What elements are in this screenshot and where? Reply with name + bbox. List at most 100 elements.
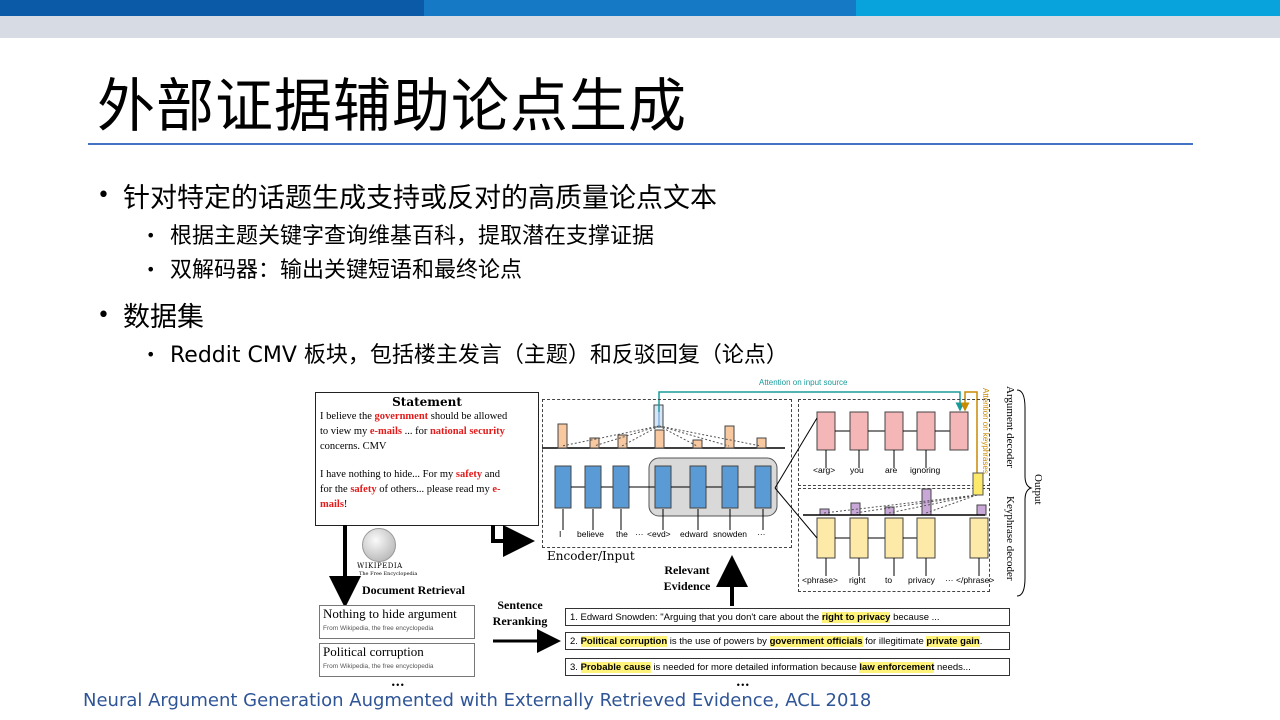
evidence-highlight: Probable cause <box>580 662 651 673</box>
accent-segment-light <box>856 0 1280 16</box>
token-label: I <box>559 529 562 539</box>
statement-fragment: I believe the <box>320 411 375 422</box>
doc-title: Political corruption <box>323 644 424 659</box>
argument-decoder-cell <box>949 411 969 451</box>
token-label: <phrase> <box>802 575 838 585</box>
keyphrase-attention-link <box>888 494 978 514</box>
statement-line: I have nothing to hide... For my safety … <box>320 469 500 480</box>
document-retrieval-label: Document Retrieval <box>362 583 465 597</box>
attention-link <box>658 425 730 447</box>
statement-fragment: concerns. CMV <box>320 441 387 452</box>
doc-source: From Wikipedia, the free encyclopedia <box>323 625 434 632</box>
token-label: ··· <box>635 529 644 539</box>
sub-bullet-1-2: 双解码器：输出关键短语和最终论点 <box>170 258 523 283</box>
token-label: <arg> <box>813 465 836 475</box>
statement-fragment: e-mails <box>369 426 402 437</box>
doc-title: Nothing to hide argument <box>323 606 457 621</box>
statement-line: to view my e-mails ... for national secu… <box>320 426 505 437</box>
token-label: to <box>885 575 893 585</box>
statement-fragment: for the <box>320 484 351 495</box>
slide-title: 外部证据辅助论点生成 <box>97 72 688 140</box>
argument-decoder-cell <box>816 411 836 451</box>
token-label: you <box>850 465 864 475</box>
bullet-1: 针对特定的话题生成支持或反对的高质量论点文本 <box>123 183 717 214</box>
keyphrase-attention-bar <box>976 504 987 516</box>
accent-segment-mid <box>424 0 856 16</box>
statement-line: I believe the government should be allow… <box>320 411 507 422</box>
evidence-sentence: 3. Probable cause is needed for more det… <box>565 658 1010 676</box>
title-underline <box>88 143 1193 145</box>
encoder-input-label: Encoder/Input <box>547 549 635 563</box>
keyphrase-decoder-cell <box>969 517 989 559</box>
keyphrase-attention-bar <box>850 502 861 516</box>
keyphrase-decoder-cell <box>884 517 904 559</box>
keyphrase-decoder-cell <box>916 517 936 559</box>
evidence-text: 1. Edward Snowden: "Arguing that you don… <box>570 612 822 623</box>
bullet-dot: • <box>97 183 110 208</box>
doc-card: Political corruption From Wikipedia, the… <box>319 643 475 677</box>
statement-line: for the safety of others... please read … <box>320 484 501 495</box>
doc-card: Nothing to hide argument From Wikipedia,… <box>319 605 475 639</box>
statement-fragment: ! <box>343 499 348 510</box>
statement-fragment: I have nothing to hide... For my <box>320 469 456 480</box>
token-label: snowden <box>713 529 748 539</box>
token-label: ··· <box>757 529 766 539</box>
wikipedia-tagline: The Free Encyclopedia <box>359 571 418 577</box>
attention-bar <box>617 434 628 449</box>
statement-fragment: to view my <box>320 426 370 437</box>
statement-fragment: mails <box>320 499 344 510</box>
sub-bullet-dot: • <box>146 260 156 279</box>
statement-line: mails! <box>320 499 347 510</box>
attention-bar <box>724 425 735 449</box>
argument-decoder-cell <box>849 411 869 451</box>
sub-bullet-dot: • <box>146 345 156 364</box>
figure-arrows <box>329 391 978 653</box>
evidence-sentence: 1. Edward Snowden: "Arguing that you don… <box>565 608 1010 626</box>
encoder-cell <box>584 465 602 509</box>
bullet-dot: • <box>97 303 110 328</box>
evidence-highlight: Political corruption <box>580 636 668 647</box>
statement-fragment: and <box>482 469 500 480</box>
attention-link <box>658 425 762 447</box>
statement-fragment: of others... please read my <box>376 484 493 495</box>
statement-fragment: safety <box>455 469 483 480</box>
citation-footer: Neural Argument Generation Augmented wit… <box>83 690 872 711</box>
accent-segment-dark <box>0 0 424 16</box>
encoder-cell <box>689 465 707 509</box>
keyphrase-attention-bar <box>819 508 830 516</box>
token-label: <evd> <box>647 529 671 539</box>
token-label: the <box>616 529 628 539</box>
attention-bar <box>557 423 568 449</box>
statement-title: Statement <box>392 395 462 409</box>
token-label: </phrase> <box>956 575 995 585</box>
keyphrase-attention-link <box>925 494 978 514</box>
reranking-label: Reranking <box>492 614 548 628</box>
keyphrase-attention-link <box>823 494 978 514</box>
network-diagram <box>554 411 989 576</box>
encoder-cell <box>612 465 630 509</box>
evidence-text: for illegitimate <box>862 636 927 647</box>
statement-fragment: e- <box>492 484 501 495</box>
relevant-label: Relevant <box>664 563 710 577</box>
docs-ellipsis: ... <box>391 675 405 690</box>
attention-bar <box>589 437 600 449</box>
attention-input-label: Attention on input source <box>759 378 848 387</box>
attention-link <box>658 425 698 447</box>
keyphrase-decoder-cell <box>816 517 836 559</box>
model-figure: Statement I believe the government shoul… <box>305 378 1045 708</box>
evidence-text: 3. <box>570 662 581 673</box>
encoder-cell <box>721 465 739 509</box>
evidence-text: . <box>979 636 983 647</box>
wikipedia-globe-icon <box>362 528 396 562</box>
attention-keyphrases-label: Attention on keyphrases <box>981 388 990 474</box>
attention-link <box>621 425 660 447</box>
statement-fragment: should be allowed <box>428 411 508 422</box>
encoder-region <box>542 399 792 548</box>
sub-bullet-dot: • <box>146 226 156 245</box>
statement-fragment: ... for <box>401 426 430 437</box>
keyphrase-decoder-region <box>798 488 990 592</box>
keyphrase-decoder-cell <box>849 517 869 559</box>
keyphrase-attention-bar <box>921 488 932 516</box>
argument-decoder-region <box>798 399 990 486</box>
attention-link <box>561 425 660 447</box>
